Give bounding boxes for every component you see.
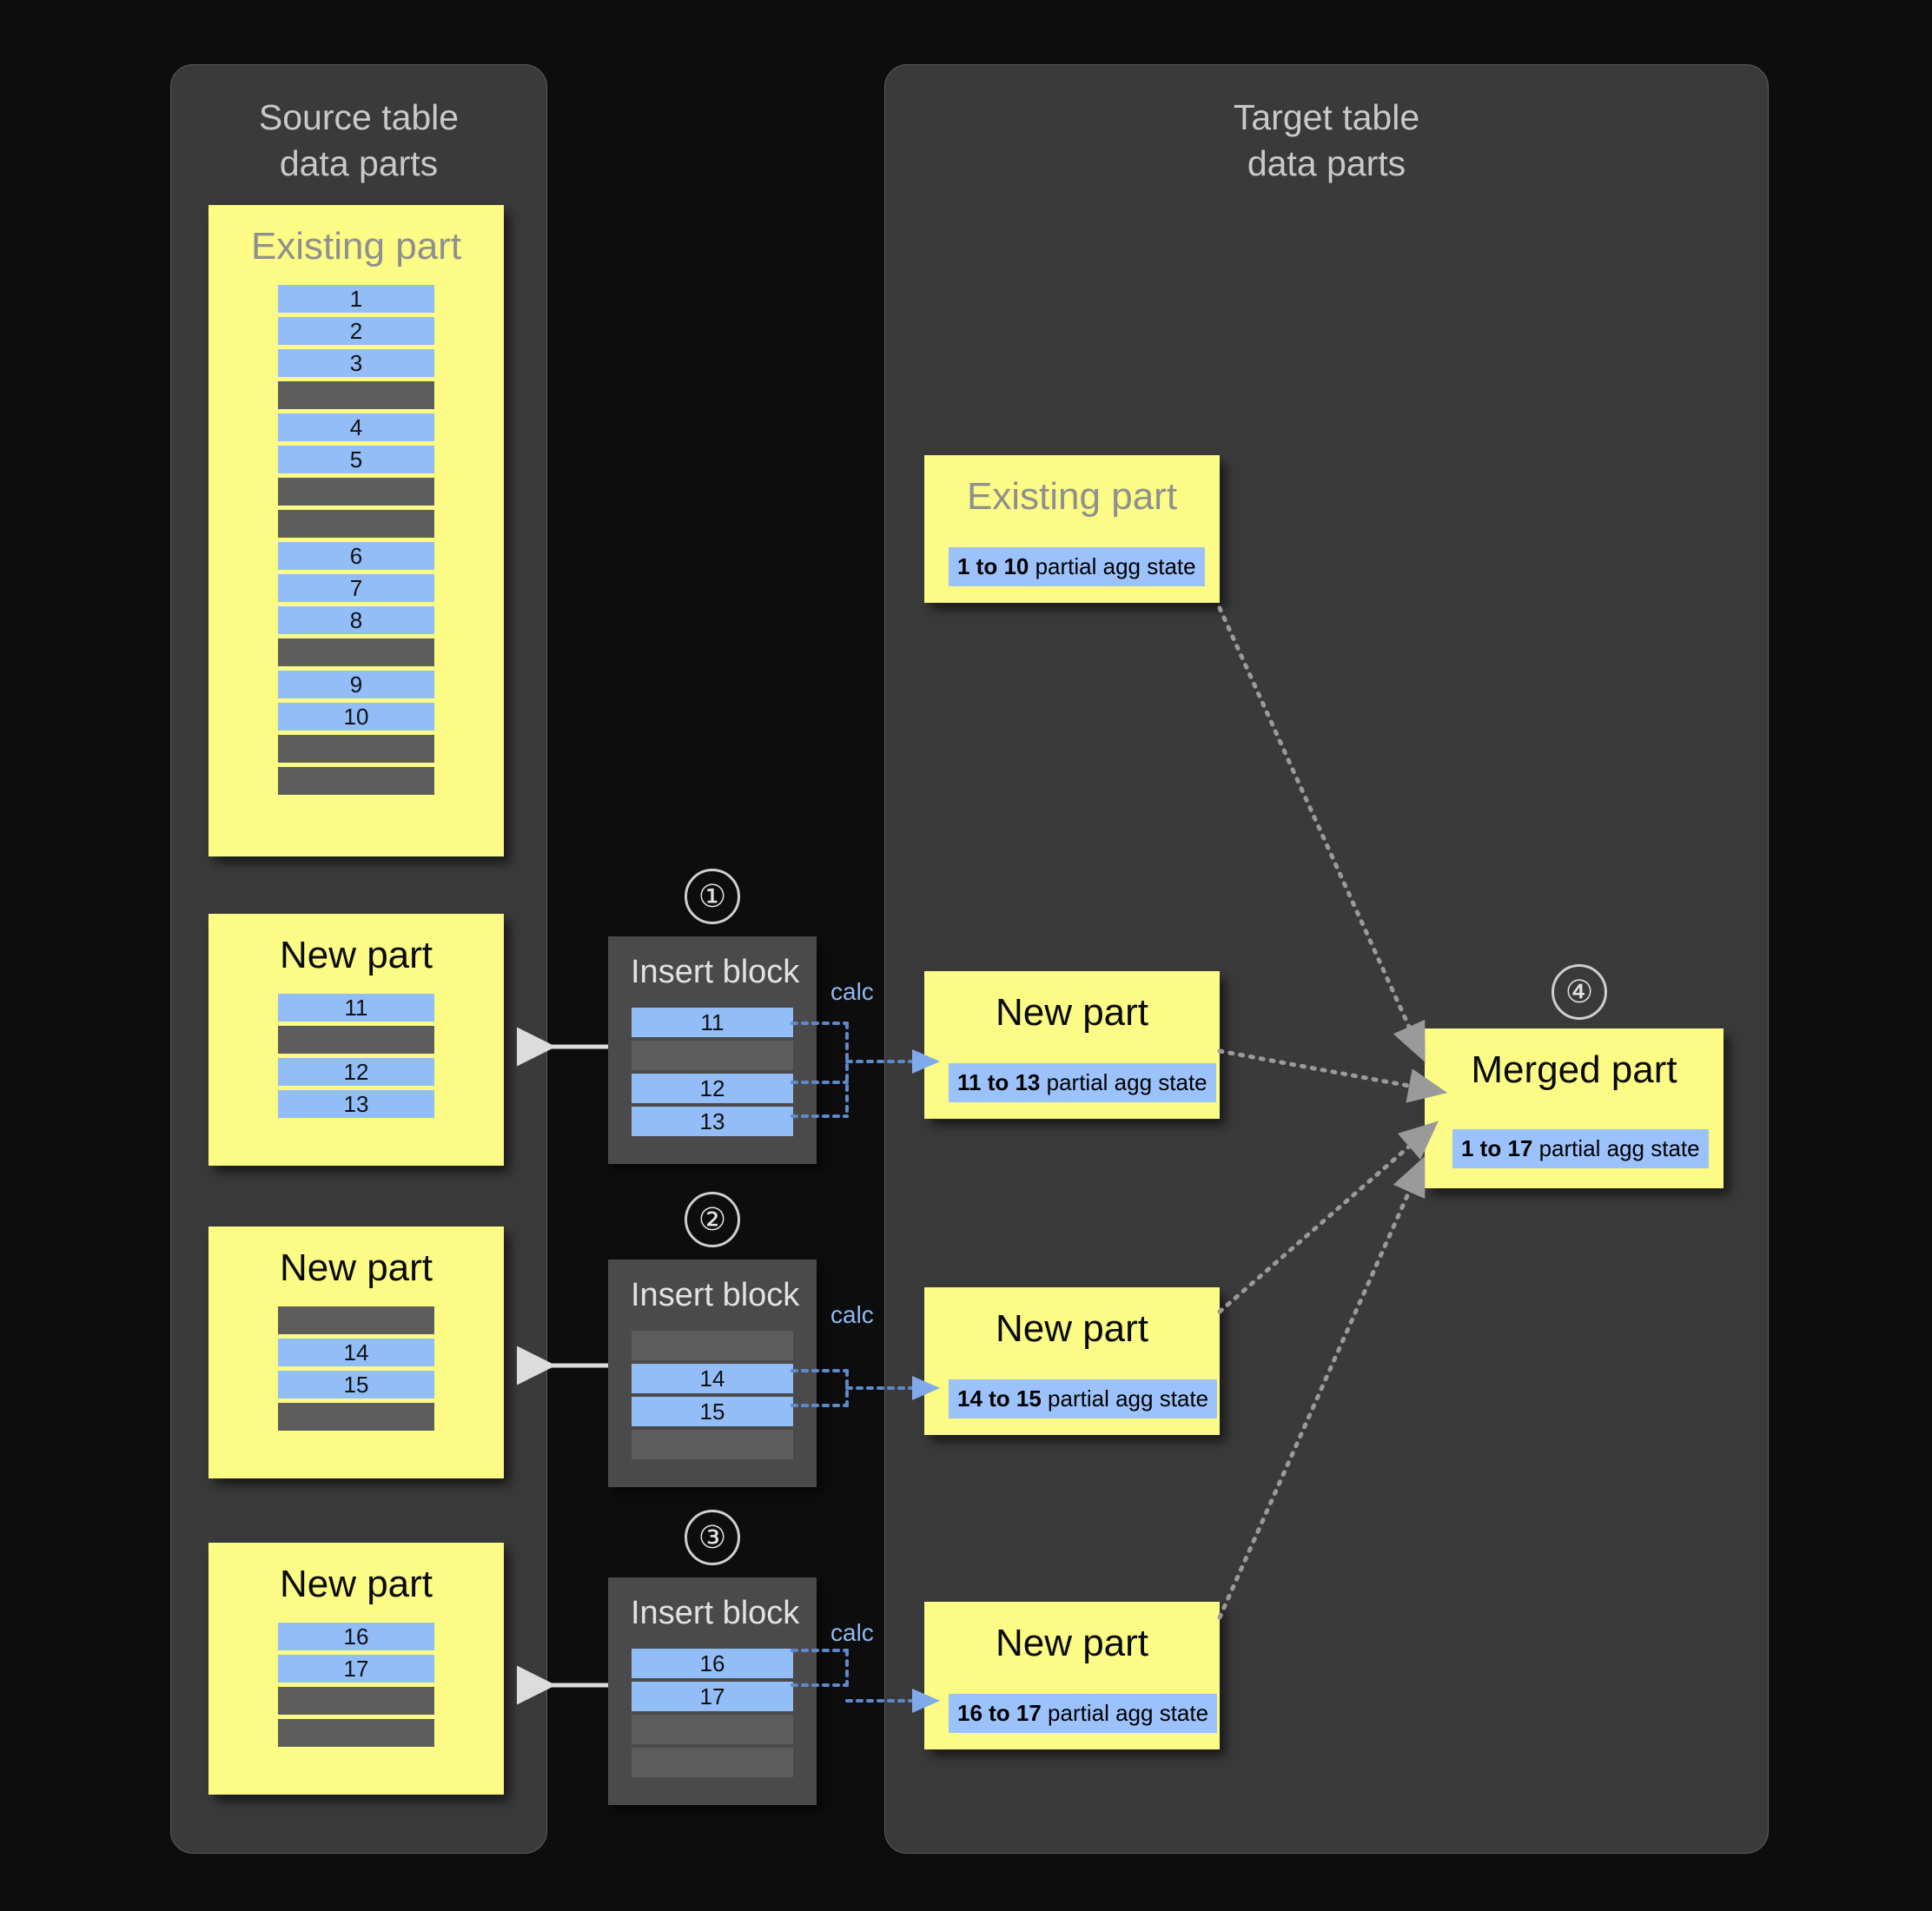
source-new-part-card-2: New part 14 15	[208, 1227, 504, 1478]
data-row-empty	[278, 478, 434, 506]
agg-range: 1 to 10	[957, 553, 1029, 579]
source-existing-part-title: Existing part	[250, 225, 462, 268]
data-row: 15	[632, 1397, 793, 1426]
target-new-part-title: New part	[995, 1307, 1149, 1350]
data-row-empty	[278, 1306, 434, 1334]
data-row-empty	[632, 1331, 793, 1360]
data-row-empty	[278, 1026, 434, 1054]
source-new-part-title: New part	[279, 934, 433, 976]
data-row-empty	[278, 1403, 434, 1431]
data-row: 16	[278, 1623, 434, 1650]
source-existing-part-card: Existing part 1 2 3 4 5 6 7 8 9 10	[208, 205, 504, 856]
source-panel-title: Source table data parts	[258, 97, 460, 184]
target-new-part-title: New part	[995, 991, 1149, 1034]
data-row: 17	[278, 1655, 434, 1683]
data-row: 13	[278, 1090, 434, 1118]
target-new-part-card-1: New part 11 to 13 partial agg state	[924, 971, 1220, 1119]
data-row-empty	[632, 1430, 793, 1459]
insert-block-title: Insert block	[631, 954, 800, 990]
target-existing-part-card: Existing part 1 to 10 partial agg state	[924, 455, 1220, 603]
data-row-empty	[278, 1687, 434, 1715]
insert-block-rows-3: 16 17	[608, 1649, 817, 1777]
step-number-4: ④	[1552, 964, 1607, 1020]
data-row: 15	[278, 1371, 434, 1399]
data-row: 11	[632, 1008, 793, 1037]
data-row: 14	[278, 1339, 434, 1366]
data-row: 6	[278, 542, 434, 570]
target-new-part-title: New part	[995, 1622, 1149, 1664]
insert-block-2: Insert block 14 15	[608, 1260, 817, 1487]
target-existing-part-title: Existing part	[966, 475, 1178, 518]
insert-block-title: Insert block	[631, 1277, 800, 1313]
agg-range: 14 to 15	[957, 1385, 1042, 1412]
agg-range: 16 to 17	[957, 1700, 1042, 1726]
source-new-part-title: New part	[279, 1563, 433, 1605]
agg-state-chip: 14 to 15 partial agg state	[949, 1379, 1218, 1418]
target-new-part-card-2: New part 14 to 15 partial agg state	[924, 1287, 1220, 1435]
data-row: 9	[278, 671, 434, 698]
data-row: 14	[632, 1364, 793, 1393]
calc-label-2: calc	[830, 1301, 874, 1328]
step-number-1: ①	[685, 869, 740, 924]
data-row-empty	[278, 638, 434, 666]
agg-state-chip: 11 to 13 partial agg state	[949, 1063, 1216, 1102]
insert-block-1: Insert block 11 12 13	[608, 936, 817, 1164]
source-existing-part-rows: 1 2 3 4 5 6 7 8 9 10	[208, 285, 504, 795]
data-row: 13	[632, 1107, 793, 1136]
target-new-part-card-3: New part 16 to 17 partial agg state	[924, 1602, 1220, 1749]
insert-block-rows-2: 14 15	[608, 1331, 817, 1459]
data-row: 8	[278, 606, 434, 634]
data-row: 10	[278, 703, 434, 731]
agg-state-text: partial agg state	[1532, 1135, 1700, 1161]
data-row: 12	[632, 1074, 793, 1103]
data-row: 3	[278, 349, 434, 377]
insert-block-rows-1: 11 12 13	[608, 1008, 817, 1136]
merged-part-title: Merged part	[1471, 1048, 1677, 1091]
data-row: 11	[278, 994, 434, 1022]
data-row-empty	[278, 735, 434, 763]
insert-block-title: Insert block	[631, 1595, 800, 1631]
target-table-panel: Target table data parts	[884, 64, 1769, 1854]
agg-state-text: partial agg state	[1041, 1700, 1209, 1726]
data-row-empty	[632, 1715, 793, 1744]
data-row-empty	[632, 1748, 793, 1777]
data-row: 16	[632, 1649, 793, 1678]
target-panel-title: Target table data parts	[1233, 97, 1420, 184]
data-row-empty	[278, 767, 434, 795]
agg-state-chip: 1 to 17 partial agg state	[1452, 1129, 1709, 1168]
step-number-3: ③	[685, 1510, 740, 1565]
agg-state-text: partial agg state	[1040, 1069, 1208, 1095]
agg-range: 11 to 13	[957, 1069, 1041, 1095]
data-row: 1	[278, 285, 434, 313]
agg-state-text: partial agg state	[1041, 1385, 1209, 1412]
step-number-2: ②	[685, 1192, 740, 1247]
source-new-part-card-1: New part 11 12 13	[208, 914, 504, 1166]
agg-range: 1 to 17	[1461, 1135, 1533, 1161]
source-new-part-card-3: New part 16 17	[208, 1543, 504, 1795]
data-row: 2	[278, 317, 434, 345]
calc-label-1: calc	[830, 978, 874, 1005]
agg-state-chip: 16 to 17 partial agg state	[949, 1694, 1218, 1733]
merged-part-card: Merged part 1 to 17 partial agg state	[1425, 1028, 1724, 1188]
data-row: 7	[278, 574, 434, 602]
source-new-part-title: New part	[279, 1246, 433, 1289]
source-new-part-rows-1: 11 12 13	[208, 994, 504, 1118]
data-row-empty	[278, 1719, 434, 1747]
data-row-empty	[632, 1041, 793, 1070]
data-row-empty	[278, 381, 434, 409]
data-row: 12	[278, 1058, 434, 1086]
insert-block-3: Insert block 16 17	[608, 1577, 817, 1805]
data-row: 17	[632, 1682, 793, 1711]
agg-state-chip: 1 to 10 partial agg state	[949, 547, 1205, 586]
calc-label-3: calc	[830, 1619, 874, 1646]
data-row: 5	[278, 446, 434, 473]
source-new-part-rows-3: 16 17	[208, 1623, 504, 1747]
data-row-empty	[278, 510, 434, 538]
agg-state-text: partial agg state	[1029, 553, 1196, 579]
source-new-part-rows-2: 14 15	[208, 1306, 504, 1431]
data-row: 4	[278, 413, 434, 441]
